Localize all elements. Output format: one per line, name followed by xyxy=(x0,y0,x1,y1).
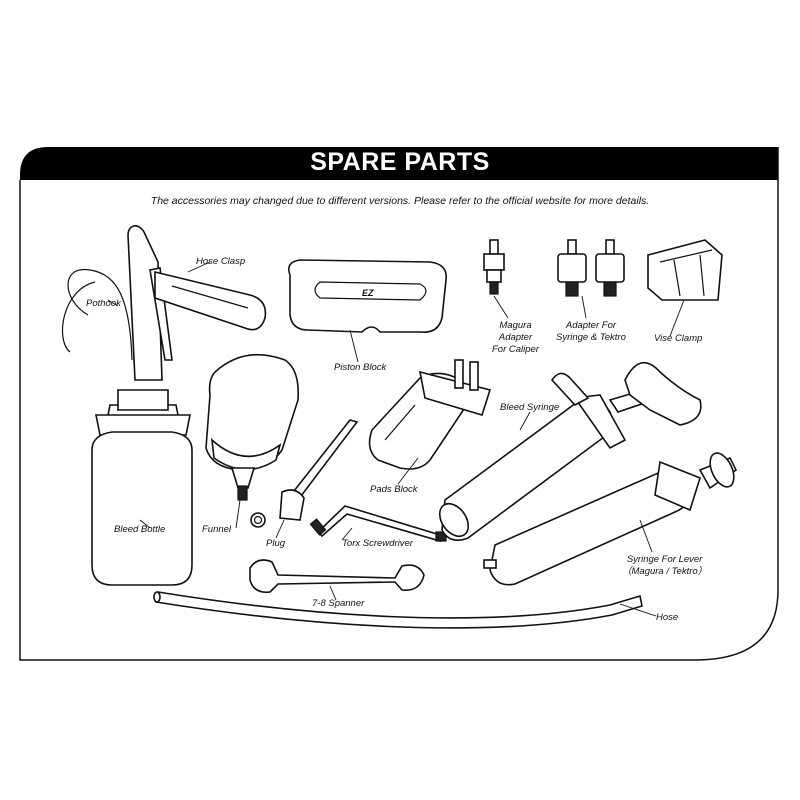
label-hose: Hose xyxy=(656,612,679,623)
hose-illustration xyxy=(153,591,643,629)
page-title: SPARE PARTS xyxy=(310,148,490,176)
label-bleed-syringe: Bleed Syringe xyxy=(500,402,560,413)
label-syringe-lever-line1: Syringe For Lever xyxy=(626,554,703,565)
label-adapter-syringe-tektro: Adapter For Syringe & Tektro xyxy=(556,320,626,344)
label-adapter-line1: Adapter For xyxy=(565,320,617,331)
label-funnel: Funnel xyxy=(202,524,232,535)
label-magura-adapter-line3: For Caliper xyxy=(492,344,539,355)
label-syringe-for-lever: Syringe For Lever （Magura / Tektro） xyxy=(622,554,707,578)
svg-text:EZ: EZ xyxy=(362,288,374,298)
funnel-illustration xyxy=(205,353,300,501)
bleed-syringe-illustration xyxy=(438,362,702,541)
label-magura-adapter: Magura Adapter For Caliper xyxy=(492,320,539,356)
label-spanner: 7-8 Spanner xyxy=(312,598,365,609)
hose-clasp-illustration xyxy=(154,270,267,331)
vise-clamp-illustration xyxy=(647,239,723,301)
piston-block-illustration: EZ xyxy=(287,259,447,334)
frame-border xyxy=(19,147,779,661)
label-piston-block: Piston Block xyxy=(334,362,387,373)
label-bleed-bottle: Bleed Bottle xyxy=(114,524,166,535)
magura-adapter-illustration xyxy=(483,239,505,295)
header-band xyxy=(20,147,778,180)
label-syringe-lever-line2: （Magura / Tektro） xyxy=(622,566,708,577)
label-magura-adapter-line1: Magura xyxy=(499,320,532,331)
label-pads-block: Pads Block xyxy=(370,484,418,495)
label-magura-adapter-line2: Adapter xyxy=(498,332,533,343)
version-notice: The accessories may changed due to diffe… xyxy=(150,195,650,207)
label-torx-screwdriver: Torx Screwdriver xyxy=(342,538,413,549)
adapter-syringe-tektro-illustration xyxy=(557,239,625,297)
label-adapter-line2: Syringe & Tektro xyxy=(556,332,626,343)
plug-illustration xyxy=(250,419,359,528)
label-hose-clasp: Hose Clasp xyxy=(196,256,246,267)
label-vise-clamp: Vise Clamp xyxy=(654,333,703,344)
spanner-illustration xyxy=(249,559,425,594)
torx-screwdriver-illustration xyxy=(309,505,447,543)
pads-block-illustration xyxy=(368,359,492,470)
leader-lines xyxy=(107,261,685,617)
syringe-for-lever-illustration xyxy=(483,452,738,586)
label-pothook: Pothook xyxy=(86,298,121,309)
label-plug: Plug xyxy=(266,538,286,549)
